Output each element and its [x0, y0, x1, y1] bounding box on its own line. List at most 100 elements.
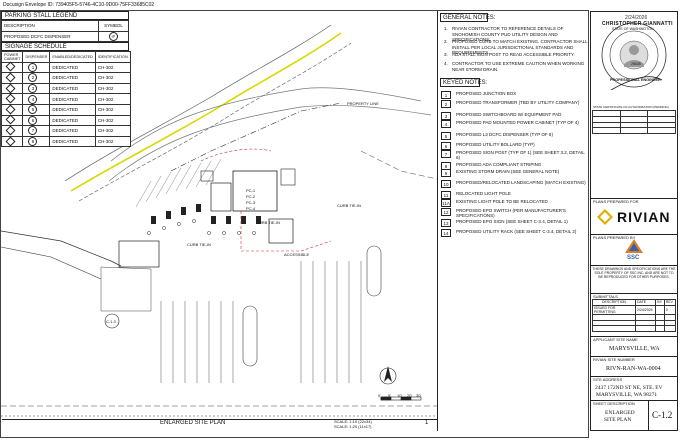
scale-tick-5: 5' [388, 393, 391, 398]
keyed-note-text: PROPOSED L3 DCFC DISPENSER (TYP OF 8) [456, 132, 553, 137]
signage-header-status: ENABLED/DEDICATED [49, 51, 96, 63]
dispenser-number-icon: 3 [28, 84, 38, 94]
site-number-label: RIVIAN SITE NUMBER [593, 357, 635, 362]
signage-cabinet-icon [0, 103, 24, 116]
keyed-note-symbol: 11A [441, 199, 451, 207]
signage-dispenser: 2 [22, 72, 51, 84]
drive-aisle-edge [110, 87, 422, 162]
keyed-note-symbol: 10 [441, 180, 451, 188]
legend-header-description: DESCRIPTION [1, 20, 99, 32]
signage-status: DEDICATED [49, 72, 96, 84]
scale-tick-0: 0' [378, 393, 381, 398]
accessible-stall [268, 218, 294, 244]
keyed-note-text: PROPOSED TRANSFORMER (TBD BY UTILITY COM… [456, 100, 580, 105]
signage-dispenser: 5 [22, 103, 51, 116]
legend-row-description: PROPOSED DCFC DISPENSER [1, 30, 99, 43]
legend-title: PARKING STALL LEGEND [5, 13, 78, 19]
keyed-note-text: PROPOSED SWITCHBOARD W/ EQUIPMENT PAD [456, 112, 562, 117]
north-label: N [386, 360, 389, 365]
signage-status: DEDICATED [49, 61, 96, 74]
general-note-text: RIVIAN CONTRACTOR TO REFERENCE DETAILS O… [452, 26, 564, 42]
sheet-number: C-1.2 [652, 410, 673, 420]
signage-status: DEDICATED [49, 114, 96, 127]
stamp-date: 2/24/2026 [625, 15, 648, 21]
general-notes-list: 1.RIVIAN CONTRACTOR TO REFERENCE DETAILS… [442, 26, 590, 76]
dispenser-number-icon: 2 [28, 73, 38, 83]
signage-cabinet-icon [0, 125, 24, 137]
stamp-role: PROFESSIONAL ENGINEER [610, 78, 661, 82]
dispenser-number-icon: 4 [28, 94, 38, 104]
curb-tie-in-label-3: CURB TIE-IN [256, 220, 280, 225]
general-notes-title-box: GENERAL NOTES: [440, 13, 495, 22]
keyed-note-text: RELOCATED LIGHT POLE [456, 191, 511, 196]
signage-header-dispenser: DISPENSER [22, 51, 51, 63]
ssc-brand: SSC [627, 255, 640, 261]
signage-id: CH-302 [94, 114, 131, 127]
signage-id: CH-302 [94, 125, 131, 137]
engineer-seal-icon [601, 22, 667, 90]
general-notes-title: GENERAL NOTES: [443, 15, 496, 21]
curb-tie-in-label-2: CURB TIE-IN [187, 242, 211, 247]
legend-title-box: PARKING STALL LEGEND [1, 11, 129, 20]
sheet-title-line-2: SITE PLAN [604, 417, 632, 423]
signage-dispenser: 4 [22, 93, 51, 105]
site-name: MARYSVILLE, WA [609, 346, 660, 352]
road-edge-2 [64, 24, 332, 182]
sheet-description-label: SHEET DESCRIPTION [593, 401, 635, 406]
submittal-row-description: ISSUED FOR PERMITTING [592, 304, 636, 315]
stamp-name: CHRISTOPHER GIANNATTI [602, 21, 673, 27]
submittal-row-rev: 0 [663, 304, 677, 315]
curb-tie-in-label-1: CURB TIE-IN [337, 203, 361, 208]
site-name-box [590, 336, 678, 357]
prepared-by-label: PLANS PREPARED BY [593, 235, 636, 240]
legend-header-symbol: SYMBOL [98, 20, 129, 32]
site-number: RIVN-RAN-WA-0004 [606, 366, 661, 372]
keyed-note-text: PROPOSED JUNCTION BOX [456, 91, 517, 96]
signage-status: DEDICATED [49, 125, 96, 137]
signage-dispenser: 8 [22, 135, 51, 148]
rivian-logo-icon [597, 209, 613, 225]
prepared-by-box [590, 234, 678, 265]
property-line [170, 102, 342, 172]
general-note-number: 4. [444, 61, 448, 66]
submittal-row-date: 2/24/2026 [634, 304, 657, 315]
keyed-note-text: EXISTING LIGHT POLE TO BE RELOCATED [456, 199, 548, 204]
keyed-note-text: PROPOSED UTILITY BOLLARD (TYP) [456, 142, 535, 147]
keyed-notes-title: KEYED NOTES: [443, 80, 488, 86]
signage-header-cabinet: POWER CABINET [0, 51, 24, 63]
signage-id: CH-302 [94, 103, 131, 116]
signage-id: CH-302 [94, 72, 131, 84]
keyed-note-symbol: 2 [441, 100, 451, 108]
general-note-number: 2. [444, 39, 448, 44]
pc-1-label: PC-1 [246, 188, 256, 193]
signage-cabinet-icon [0, 61, 24, 74]
plan-title-bar [2, 419, 437, 430]
plan-title: ENLARGED SITE PLAN [160, 420, 226, 426]
pc-3-label: PC-3 [246, 200, 256, 205]
signage-dispenser: 6 [22, 114, 51, 127]
signage-dispenser: 7 [22, 125, 51, 137]
keyed-notes-title-box: KEYED NOTES: [440, 78, 487, 87]
signage-header-id: IDENTIFICATION [94, 51, 131, 63]
signage-cabinet-icon [0, 135, 24, 148]
keyed-note-symbol: 3 [441, 112, 451, 120]
submittals-label: SUBMITTALS [593, 294, 618, 299]
keyed-note-text: PROPOSED EPO SWITCH (PER MANUFACTURER'S … [456, 208, 566, 218]
keyed-note-symbol: 9 [441, 169, 451, 177]
signage-title: SIGNAGE SCHEDULE [5, 44, 67, 50]
dispenser-number-icon: 6 [28, 115, 38, 125]
keyed-note-symbol: 13 [441, 219, 451, 227]
plan-sheet-ref: 1 [425, 420, 429, 426]
dispenser-number-icon: 8 [28, 137, 38, 147]
keyed-note-symbol: 11 [441, 191, 451, 199]
scale-tick-20: 20' [407, 393, 413, 398]
address-line-2: MARYSVILLE, WA 98271 [596, 392, 658, 398]
plan-scale-1: SCALE: 1:10 (22x34) [334, 419, 372, 424]
scale-tick-10: 10' [397, 393, 403, 398]
keyed-note-text: PROPOSED UTILITY RACK (SEE SHEET C-3.4, … [456, 229, 577, 234]
